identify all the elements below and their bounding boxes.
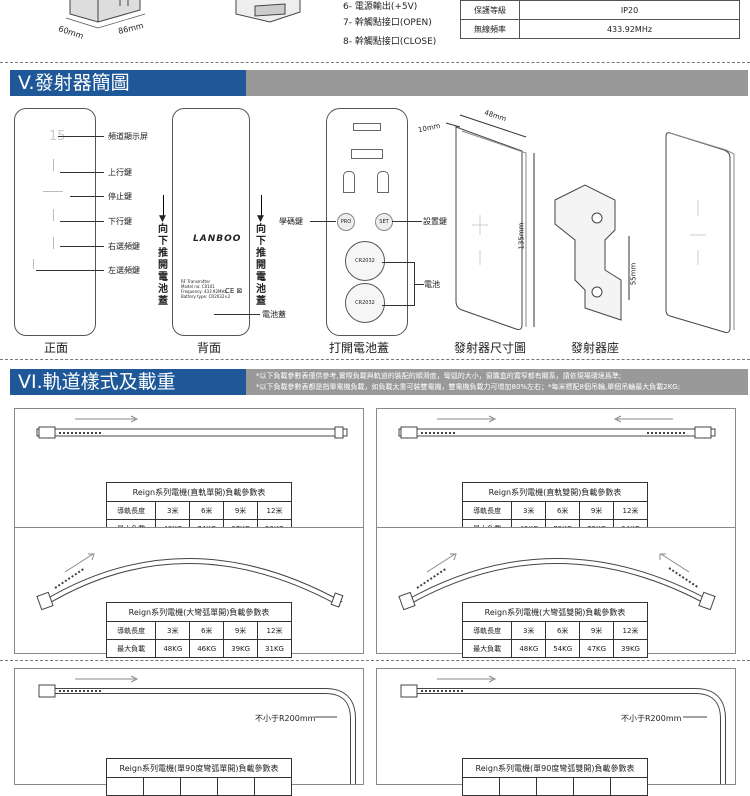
caption-open-cover: 打開電池蓋 — [329, 341, 390, 355]
dim-55mm: 55mm — [629, 262, 638, 286]
push-arrow-1 — [163, 195, 164, 217]
remote-back: LANBOO RF Transmitter Model no: C0101 Fr… — [172, 108, 250, 336]
remote-open: PRO SET CR2032 CR2032 — [326, 108, 408, 336]
battery-cell-1: CR2032 — [345, 241, 385, 281]
section-5-title: V.發射器簡圖 — [10, 70, 246, 96]
arrow-down-icon: ▼ — [159, 214, 166, 224]
receiver-drawings — [65, 0, 301, 29]
battery-cell-2: CR2032 — [345, 283, 385, 323]
label-battery: 電池 — [424, 280, 440, 289]
right-key-icon — [53, 237, 54, 249]
channel-display-icon: 15 — [49, 129, 66, 144]
radius-label-2: 不小于R200mm — [621, 714, 682, 723]
back-info: RF Transmitter Model no: C0101 Frequency… — [181, 279, 231, 299]
label-battery-cover: 電池蓋 — [262, 310, 286, 319]
note-1: *以下負載參數表僅供參考,實際負載與軌道的裝配的順滑度，彎弧的大小，窗簾盒的寬窄… — [256, 372, 622, 380]
output-8: 8- 幹觸點接口(CLOSE) — [343, 37, 437, 47]
divider — [0, 62, 750, 63]
ce-mark-icon: CE ⊠ — [225, 287, 243, 295]
transmitter-holder-drawing — [554, 184, 630, 321]
up-key-icon — [53, 159, 54, 171]
label-stop-key: 停止鍵 — [108, 192, 132, 201]
label-right-key: 右選頻鍵 — [108, 242, 140, 251]
label-set-key: 設置鍵 — [423, 217, 447, 226]
section-6-title: VI.軌道樣式及載重 — [10, 369, 246, 395]
learn-button[interactable]: PRO — [337, 213, 355, 231]
left-key-icon — [33, 259, 34, 269]
radius-label-1: 不小于R200mm — [255, 714, 316, 723]
divider — [0, 660, 750, 661]
divider — [0, 359, 750, 360]
remote-front: 15 — [14, 108, 96, 336]
push-arrow-2 — [261, 195, 262, 217]
remote-on-holder — [665, 132, 735, 333]
caption-holder: 發射器座 — [571, 341, 620, 355]
load-table-90-single: Reign系列電機(單90度彎弧單開)負載參數表 — [106, 758, 292, 796]
dim-135mm: 135mm — [517, 222, 526, 250]
output-6: 6- 電源輸出(+5V) — [343, 2, 418, 12]
section-6-header: VI.軌道樣式及載重 *以下負載參數表僅供參考,實際負載與軌道的裝配的順滑度，彎… — [10, 369, 748, 395]
caption-front: 正面 — [44, 341, 69, 355]
down-key-icon — [53, 209, 54, 221]
caption-dimension: 發射器尺寸圖 — [454, 341, 527, 355]
output-7: 7- 幹觸點接口(OPEN) — [343, 18, 432, 28]
label-down-key: 下行鍵 — [108, 217, 132, 226]
transmitter-dimension-drawing — [445, 114, 535, 330]
label-left-key: 左選頻鍵 — [108, 266, 140, 275]
note-2: *以下負載參數表都是指單電機負載，如負載太重可裝雙電機，雙電機負載力可增加80%… — [256, 383, 681, 391]
load-table-90-double: Reign系列電機(單90度彎弧雙開)負載參數表 — [462, 758, 648, 796]
label-channel-display: 頻道顯示屏 — [108, 132, 148, 141]
stop-key-icon — [43, 191, 63, 192]
label-learn-key: 學碼鍵 — [279, 217, 303, 226]
brand-logo: LANBOO — [193, 234, 242, 244]
caption-back: 背面 — [197, 341, 222, 355]
set-button[interactable]: SET — [375, 213, 393, 231]
label-up-key: 上行鍵 — [108, 168, 132, 177]
push-text-1: 向下推開電池蓋 — [158, 224, 168, 307]
section-5-header: V.發射器簡圖 — [10, 70, 748, 96]
push-text-2: 向下推開電池蓋 — [256, 224, 266, 307]
arrow-down-icon: ▼ — [257, 214, 264, 224]
